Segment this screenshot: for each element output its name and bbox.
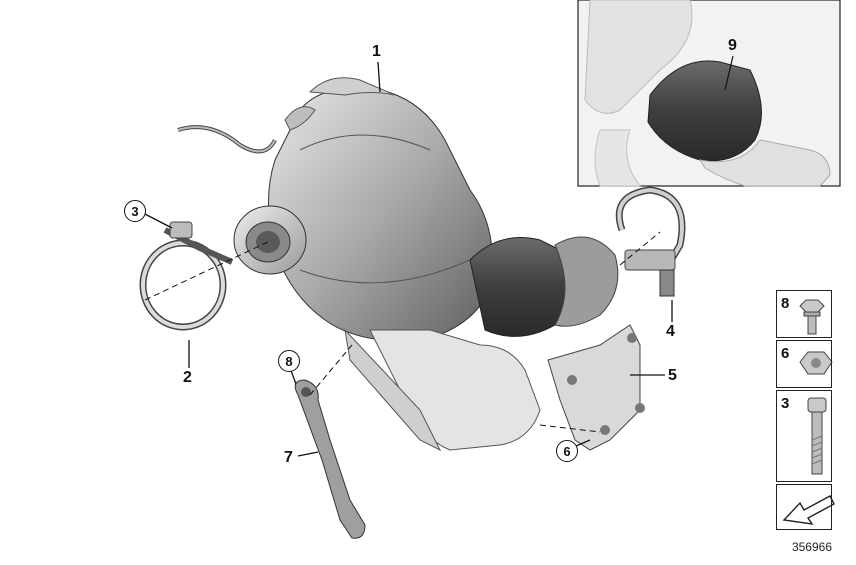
direction-arrow-icon: [782, 495, 835, 525]
support-bracket: [547, 324, 645, 451]
diagram-id: 356966: [791, 540, 832, 554]
callout-5: 5: [668, 367, 677, 384]
callout-4: 4: [666, 323, 675, 340]
legend-row-arrow: [776, 484, 832, 530]
callout-1: 1: [372, 43, 381, 60]
legend-number: 8: [781, 295, 790, 312]
hex-socket-screw-icon: [807, 397, 827, 475]
callout-9: 9: [728, 37, 737, 54]
callout-2: 2: [183, 369, 192, 386]
particulate-filter-body: [177, 77, 619, 452]
legend-number: 3: [781, 395, 790, 412]
callout-3: 3: [124, 200, 146, 222]
legend-row-nut: 6: [776, 340, 832, 388]
legend-number: 6: [781, 345, 790, 362]
leader-lines: [142, 61, 673, 457]
dashed-axes: [144, 231, 661, 433]
bolt-with-washer-icon: [799, 299, 825, 335]
legend-row-bolt: 8: [776, 290, 832, 338]
pipe-clamp: [615, 186, 686, 297]
callout-7: 7: [284, 449, 293, 466]
legend-row-screw: 3: [776, 390, 832, 482]
callout-6: 6: [556, 440, 578, 462]
callout-8: 8: [278, 350, 300, 372]
hex-nut-icon: [799, 351, 833, 375]
inset-detail: [577, 0, 841, 187]
support-strut: [294, 379, 366, 539]
v-band-clamp: [139, 221, 234, 331]
legend-artwork: [782, 299, 835, 525]
